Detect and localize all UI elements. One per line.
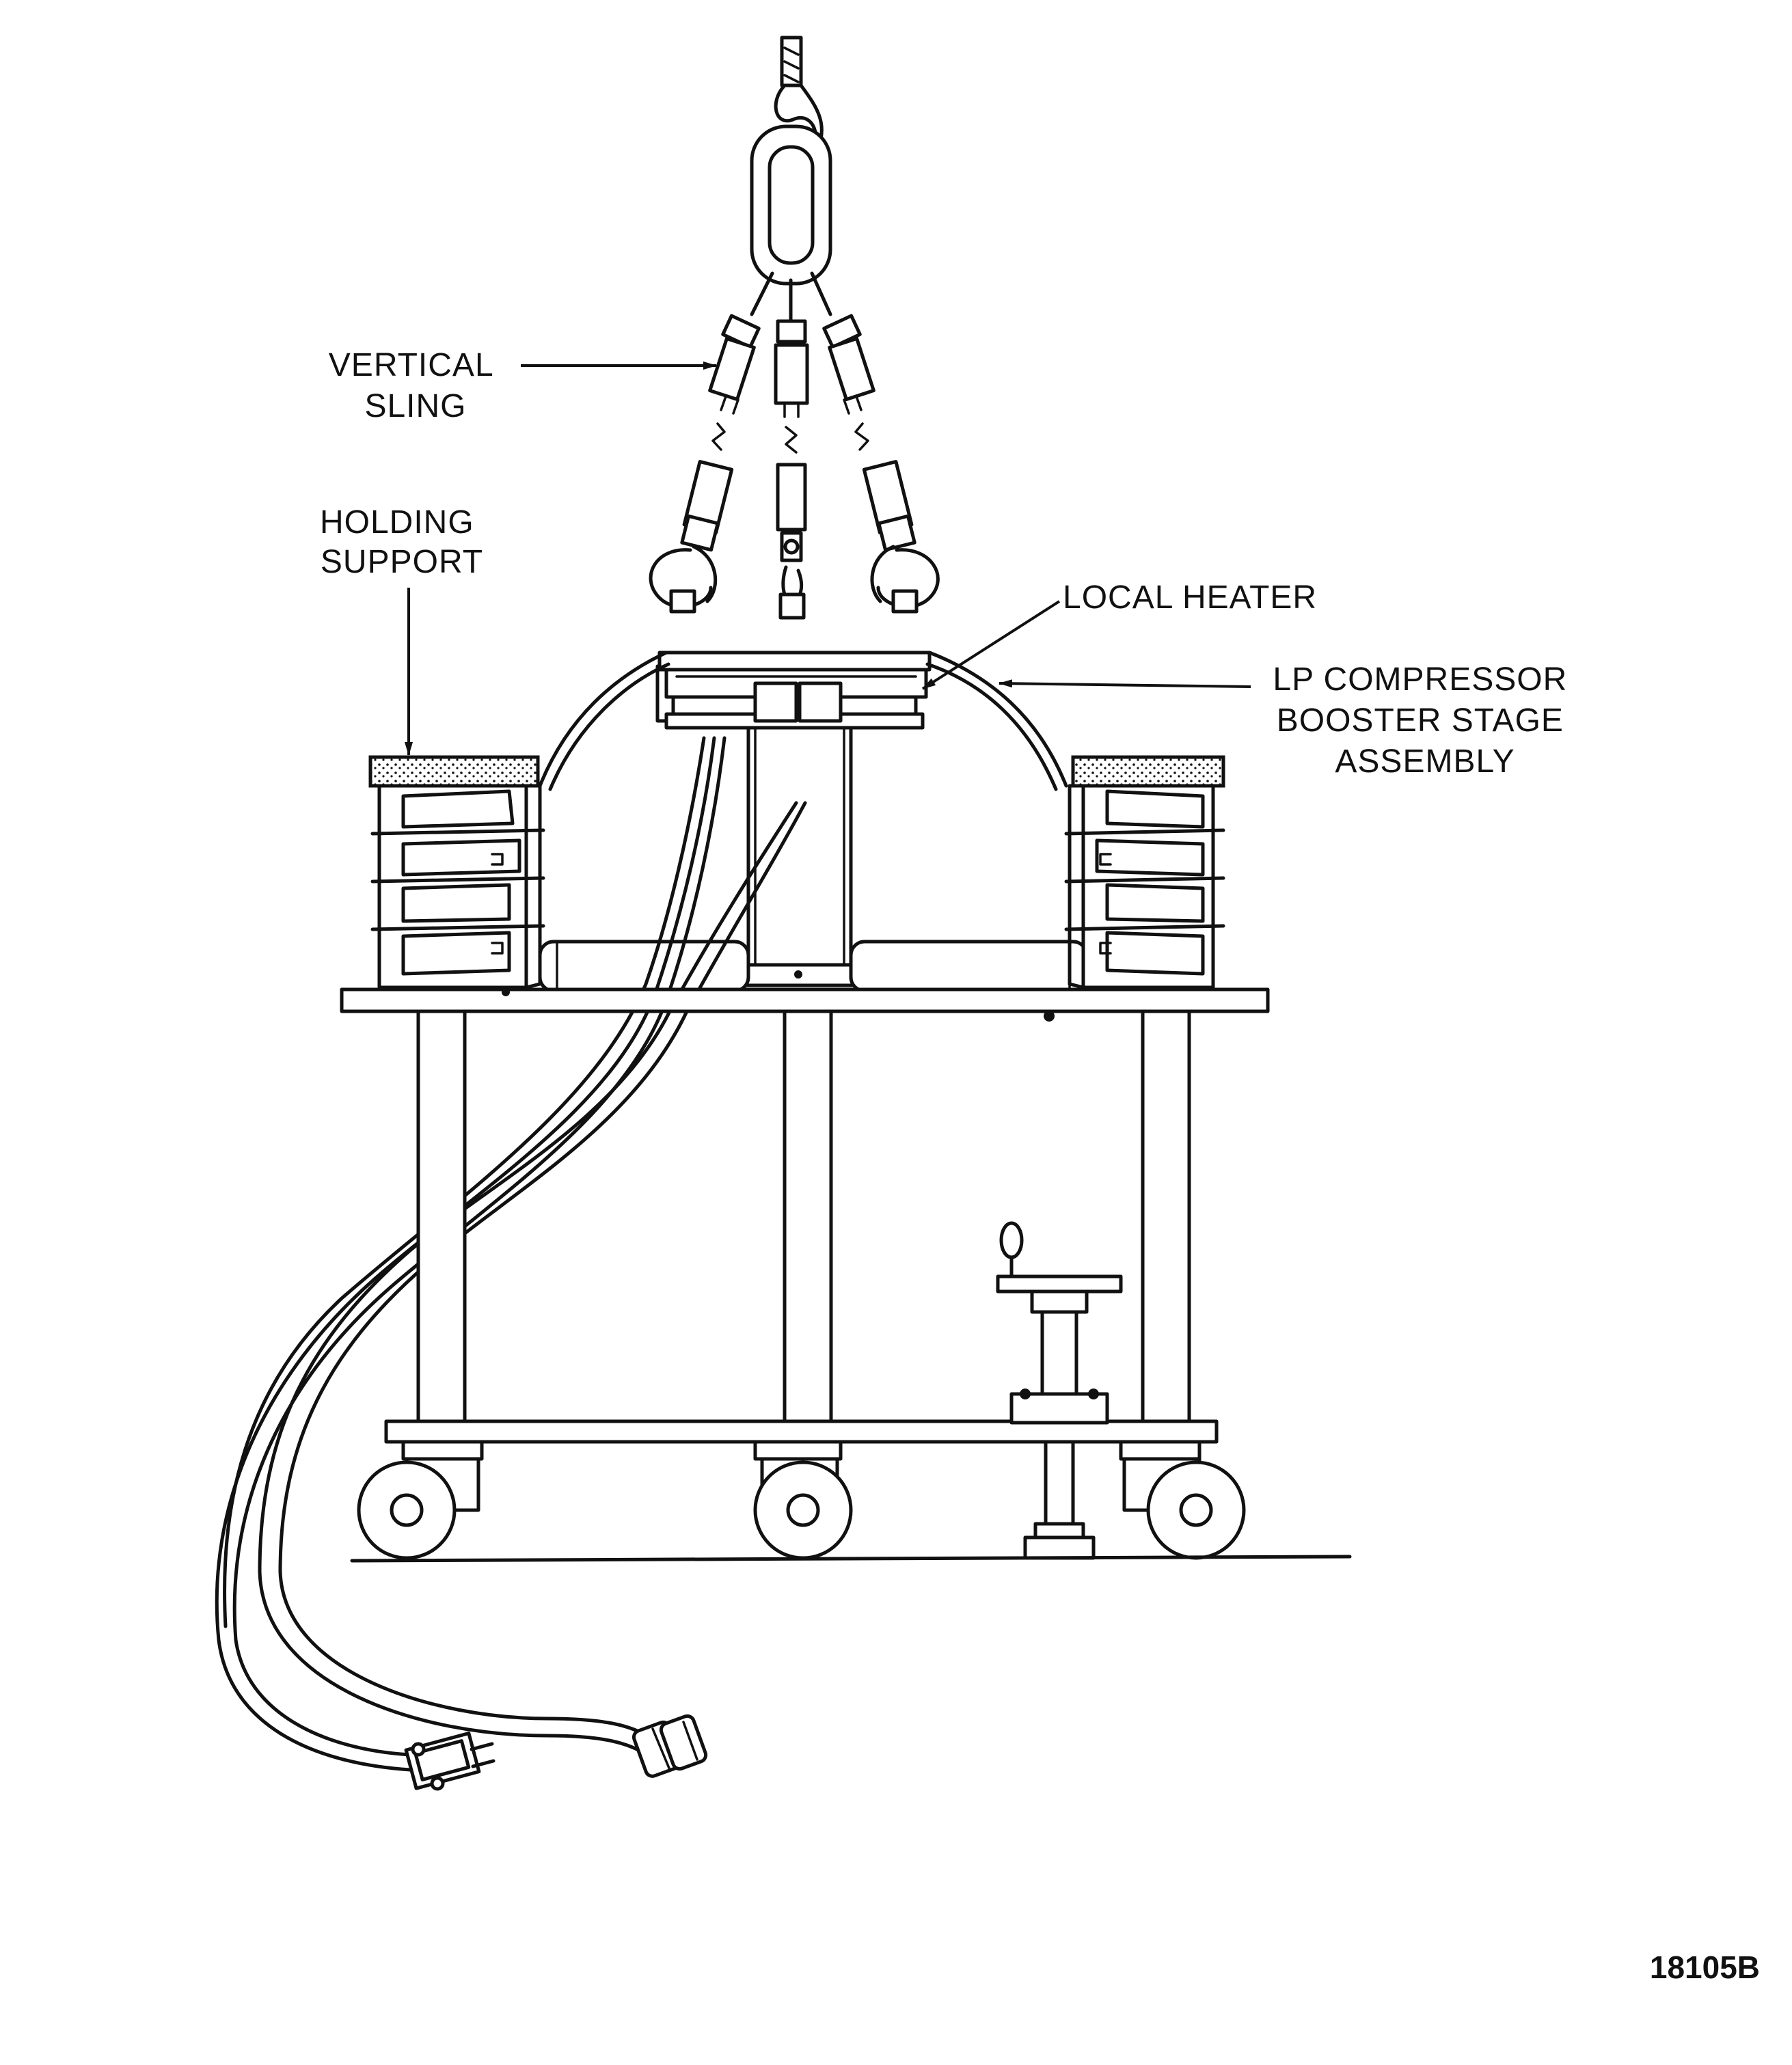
sling-leg-right	[810, 271, 917, 552]
sling-hook-center	[778, 565, 806, 620]
label-local-heater: LOCAL HEATER	[1063, 579, 1317, 616]
round-connector	[632, 1714, 708, 1778]
sling-leg-left	[680, 271, 774, 552]
sling-hook-left	[649, 545, 718, 614]
label-lp-compressor: LP COMPRESSOR BOOSTER STAGE ASSEMBLY	[1273, 661, 1577, 780]
master-link	[750, 124, 832, 286]
leader-lp-compressor	[999, 679, 1251, 688]
horizontal-cylinder	[538, 940, 1089, 993]
caster-right	[1119, 1440, 1246, 1560]
booster-stage-left	[368, 651, 670, 989]
leader-lines	[405, 361, 1251, 756]
thermocouple-plug	[404, 1732, 495, 1791]
floor-jack	[996, 1221, 1123, 1560]
caster-center	[753, 1440, 853, 1560]
sling-hook-right	[870, 545, 940, 614]
leader-local-heater	[921, 600, 1061, 690]
label-holding-support: HOLDING SUPPORT	[320, 504, 484, 580]
floor-line	[350, 1555, 1352, 1563]
label-vertical-sling: VERTICAL SLING	[329, 347, 502, 424]
center-column	[709, 726, 887, 987]
booster-stage-right	[925, 651, 1225, 989]
cart-bottom-shelf	[384, 1419, 1219, 1444]
caster-left	[357, 1440, 484, 1560]
sling-leg-center	[774, 278, 809, 562]
hoist-hook	[774, 36, 824, 159]
figure-id: 18105B	[1650, 1950, 1760, 1985]
cart-top	[340, 987, 1270, 1022]
vertical-sling	[649, 271, 940, 620]
